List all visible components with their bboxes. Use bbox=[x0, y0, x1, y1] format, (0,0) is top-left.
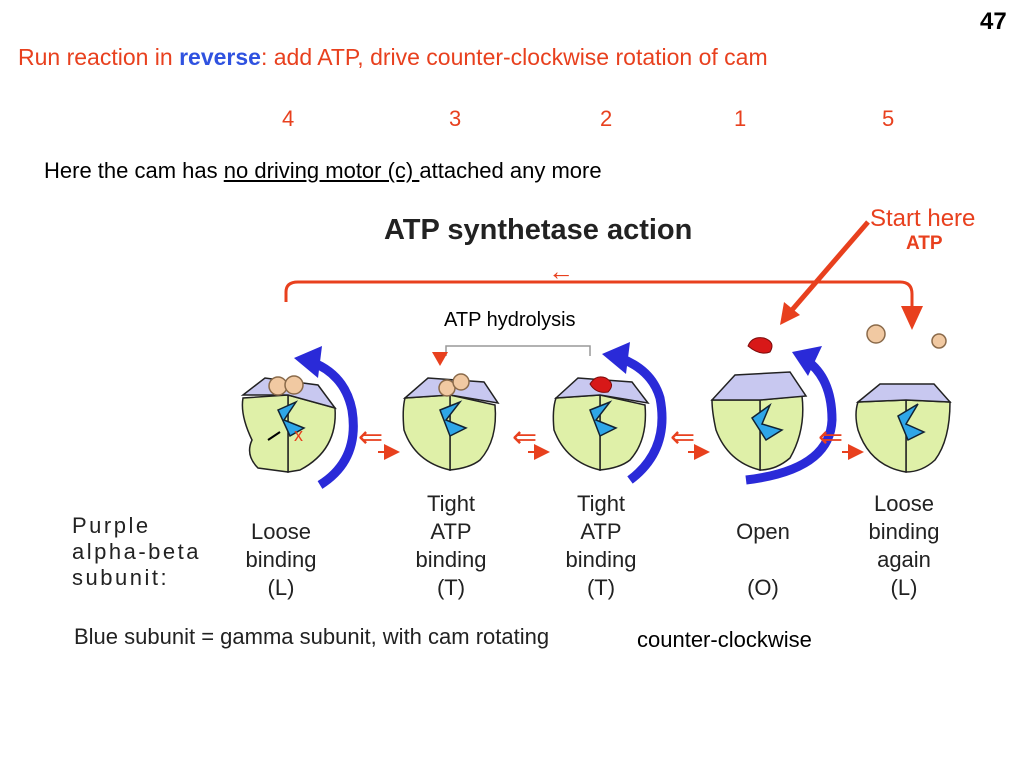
subunit-label: Purple alpha-beta subunit: bbox=[72, 513, 201, 590]
atp-drop-arrow-icon bbox=[432, 352, 448, 366]
subtitle-underlined: no driving motor (c) bbox=[223, 158, 420, 183]
stage-tight-binding-2 bbox=[552, 376, 650, 471]
subtitle-prefix: Here the cam has bbox=[44, 158, 224, 183]
cycle-return-arrow-icon bbox=[284, 280, 923, 330]
stage-tight-binding-1 bbox=[402, 373, 500, 471]
subtitle-suffix: attached any more bbox=[419, 158, 602, 183]
step-number-4: 4 bbox=[282, 106, 295, 131]
return-arrow-glyph: ← bbox=[548, 256, 574, 286]
title-prefix: Run reaction in bbox=[18, 44, 180, 70]
step-number-5: 5 bbox=[882, 106, 895, 131]
stage-label-loose: Loose binding (L) bbox=[245, 519, 317, 600]
blue-subunit-note: Blue subunit = gamma subunit, with cam r… bbox=[74, 624, 550, 649]
slide-number: 47 bbox=[980, 8, 1007, 35]
step-number-3: 3 bbox=[449, 106, 462, 131]
step-number-1: 1 bbox=[734, 106, 747, 131]
title-suffix: : add ATP, drive counter-clockwise rotat… bbox=[260, 44, 768, 70]
start-atp-label: ATP bbox=[906, 233, 943, 254]
subtitle: Here the cam has no driving motor (c) at… bbox=[44, 158, 602, 184]
stage-label-tight-2: Tight ATP binding (T) bbox=[565, 491, 637, 600]
stage-label-tight-1: Tight ATP binding (T) bbox=[415, 491, 487, 600]
title-keyword: reverse bbox=[179, 44, 261, 70]
step-arrow-icon: ⇐ bbox=[670, 421, 696, 454]
step-number-2: 2 bbox=[600, 106, 613, 131]
x-mark: x bbox=[294, 425, 303, 445]
stage-label-open: Open (O) bbox=[736, 519, 790, 600]
start-here-label: Start here bbox=[870, 205, 976, 232]
step-arrow-icon: ⇐ bbox=[512, 421, 538, 454]
slide-title: Run reaction in reverse: add ATP, drive … bbox=[18, 44, 768, 71]
step-arrow-icon: ⇐ bbox=[358, 421, 384, 454]
hydrolysis-bracket bbox=[445, 345, 591, 356]
stage-loose-binding bbox=[240, 375, 337, 473]
atp-hydrolysis-label: ATP hydrolysis bbox=[444, 309, 576, 331]
rotation-arrow-icon bbox=[745, 346, 837, 485]
stage-open bbox=[710, 337, 808, 471]
stage-loose-binding-again bbox=[855, 324, 952, 473]
x-pointer bbox=[267, 431, 281, 441]
start-pointer-arrow-icon bbox=[780, 220, 870, 325]
rotation-arrow-icon bbox=[294, 346, 358, 489]
rotation-direction-label: counter-clockwise bbox=[637, 627, 812, 652]
rotation-arrow-icon bbox=[602, 342, 667, 484]
stage-label-loose-again: Loose binding again (L) bbox=[868, 491, 940, 600]
step-arrow-icon: ⇐ bbox=[818, 421, 844, 454]
diagram-title: ATP synthetase action bbox=[384, 214, 693, 246]
